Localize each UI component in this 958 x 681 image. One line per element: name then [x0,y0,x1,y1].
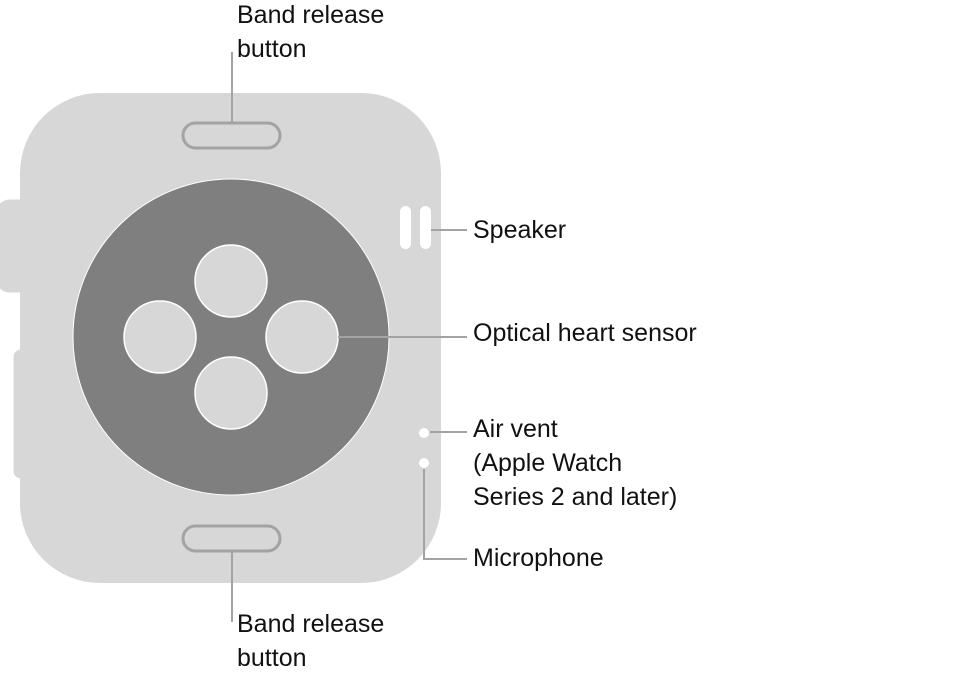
air-vent-dot [419,428,429,438]
speaker-slot [400,206,411,249]
microphone-dot [419,458,429,468]
leader-line-microphone [423,469,467,560]
label-line: (Apple Watch [473,449,623,477]
label-band-release-bottom: Band release button [237,607,384,675]
speaker-slot [420,206,431,249]
label-microphone: Microphone [473,544,604,572]
label-line: Band release [237,1,385,29]
label-line: Air vent [473,415,558,443]
label-optical-heart-sensor: Optical heart sensor [473,319,697,347]
sensor-lens-left [123,300,197,374]
label-air-vent: Air vent (Apple Watch Series 2 and later… [473,412,677,514]
band-release-button-bottom [181,524,282,553]
sensor-lens-bottom [194,356,268,430]
label-band-release-top: Band release button [237,0,384,66]
sensor-lens-top [194,244,268,318]
band-release-button-top [181,121,282,150]
label-speaker: Speaker [473,216,567,244]
label-line: Band release [237,610,385,638]
label-line: button [237,644,307,672]
label-line: button [237,35,307,63]
label-line: Series 2 and later) [473,483,678,511]
sensor-lens-right [265,300,339,374]
